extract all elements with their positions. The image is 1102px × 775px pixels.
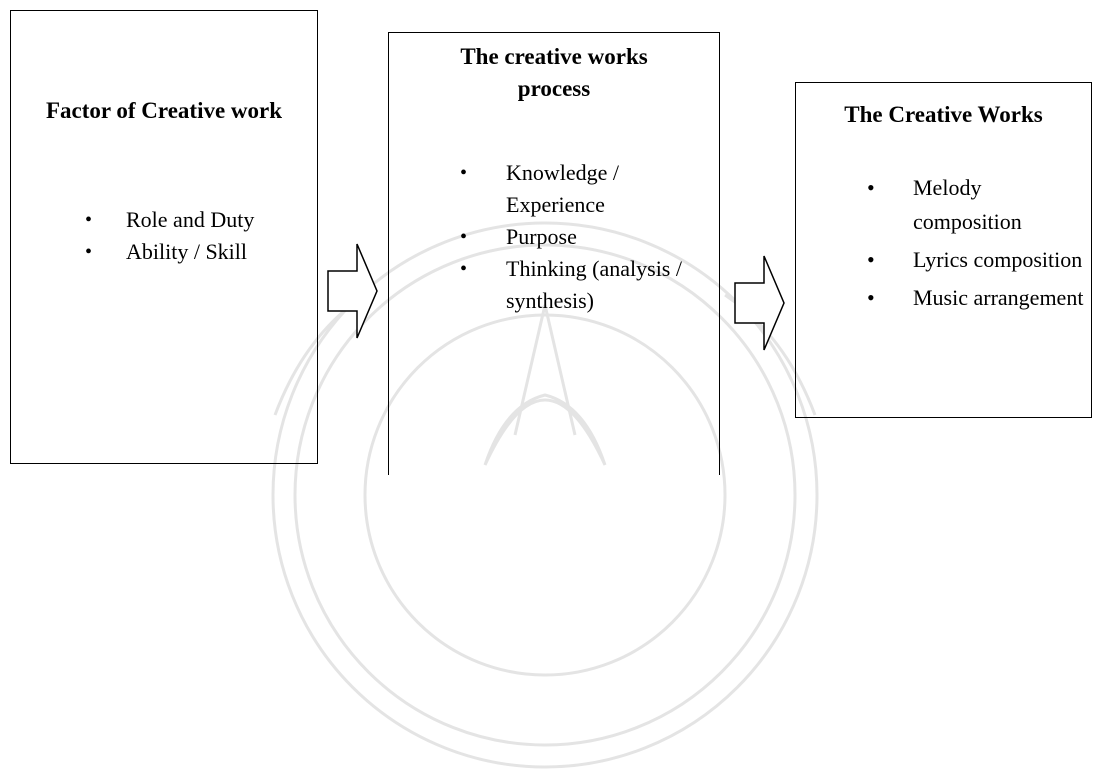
bullet-icon: • bbox=[867, 247, 875, 272]
bullet-icon: • bbox=[460, 162, 468, 184]
list-item: • Ability / Skill bbox=[85, 236, 296, 268]
right-arrow-icon bbox=[734, 255, 785, 351]
process-box: The creative works process • Knowledge /… bbox=[388, 32, 720, 475]
process-title: The creative works process bbox=[460, 44, 648, 101]
list-item-label: Thinking (analysis / synthesis) bbox=[506, 256, 682, 313]
list-item: • Role and Duty bbox=[85, 204, 296, 236]
list-item: • Lyrics composition bbox=[867, 243, 1088, 277]
list-item-label: Knowledge / Experience bbox=[506, 160, 620, 217]
list-item-label: Role and Duty bbox=[126, 207, 255, 232]
bullet-icon: • bbox=[460, 258, 468, 280]
list-item: • Purpose bbox=[460, 221, 706, 253]
bullet-icon: • bbox=[460, 226, 468, 248]
factor-list: • Role and Duty • Ability / Skill bbox=[85, 204, 296, 268]
process-list: • Knowledge / Experience • Purpose • Thi… bbox=[460, 157, 706, 317]
list-item: • Melody composition bbox=[867, 171, 1088, 239]
creative-works-list: • Melody composition • Lyrics compositio… bbox=[867, 171, 1088, 319]
factor-title: Factor of Creative work bbox=[45, 98, 283, 123]
bullet-icon: • bbox=[85, 209, 93, 231]
list-item-label: Ability / Skill bbox=[126, 239, 248, 264]
bullet-icon: • bbox=[867, 175, 875, 200]
right-arrow-icon bbox=[327, 243, 378, 339]
creative-works-title: The Creative Works bbox=[844, 102, 1043, 127]
list-item-label: Purpose bbox=[506, 224, 577, 249]
list-item-label: Melody composition bbox=[913, 175, 1022, 234]
list-item: • Music arrangement bbox=[867, 281, 1088, 315]
bullet-icon: • bbox=[85, 241, 93, 263]
factor-box: Factor of Creative work • Role and Duty … bbox=[10, 10, 318, 464]
creative-works-box: The Creative Works • Melody composition … bbox=[795, 82, 1092, 418]
list-item-label: Music arrangement bbox=[913, 285, 1084, 310]
list-item-label: Lyrics composition bbox=[913, 247, 1083, 272]
list-item: • Knowledge / Experience bbox=[460, 157, 706, 221]
list-item: • Thinking (analysis / synthesis) bbox=[460, 253, 706, 317]
bullet-icon: • bbox=[867, 285, 875, 310]
